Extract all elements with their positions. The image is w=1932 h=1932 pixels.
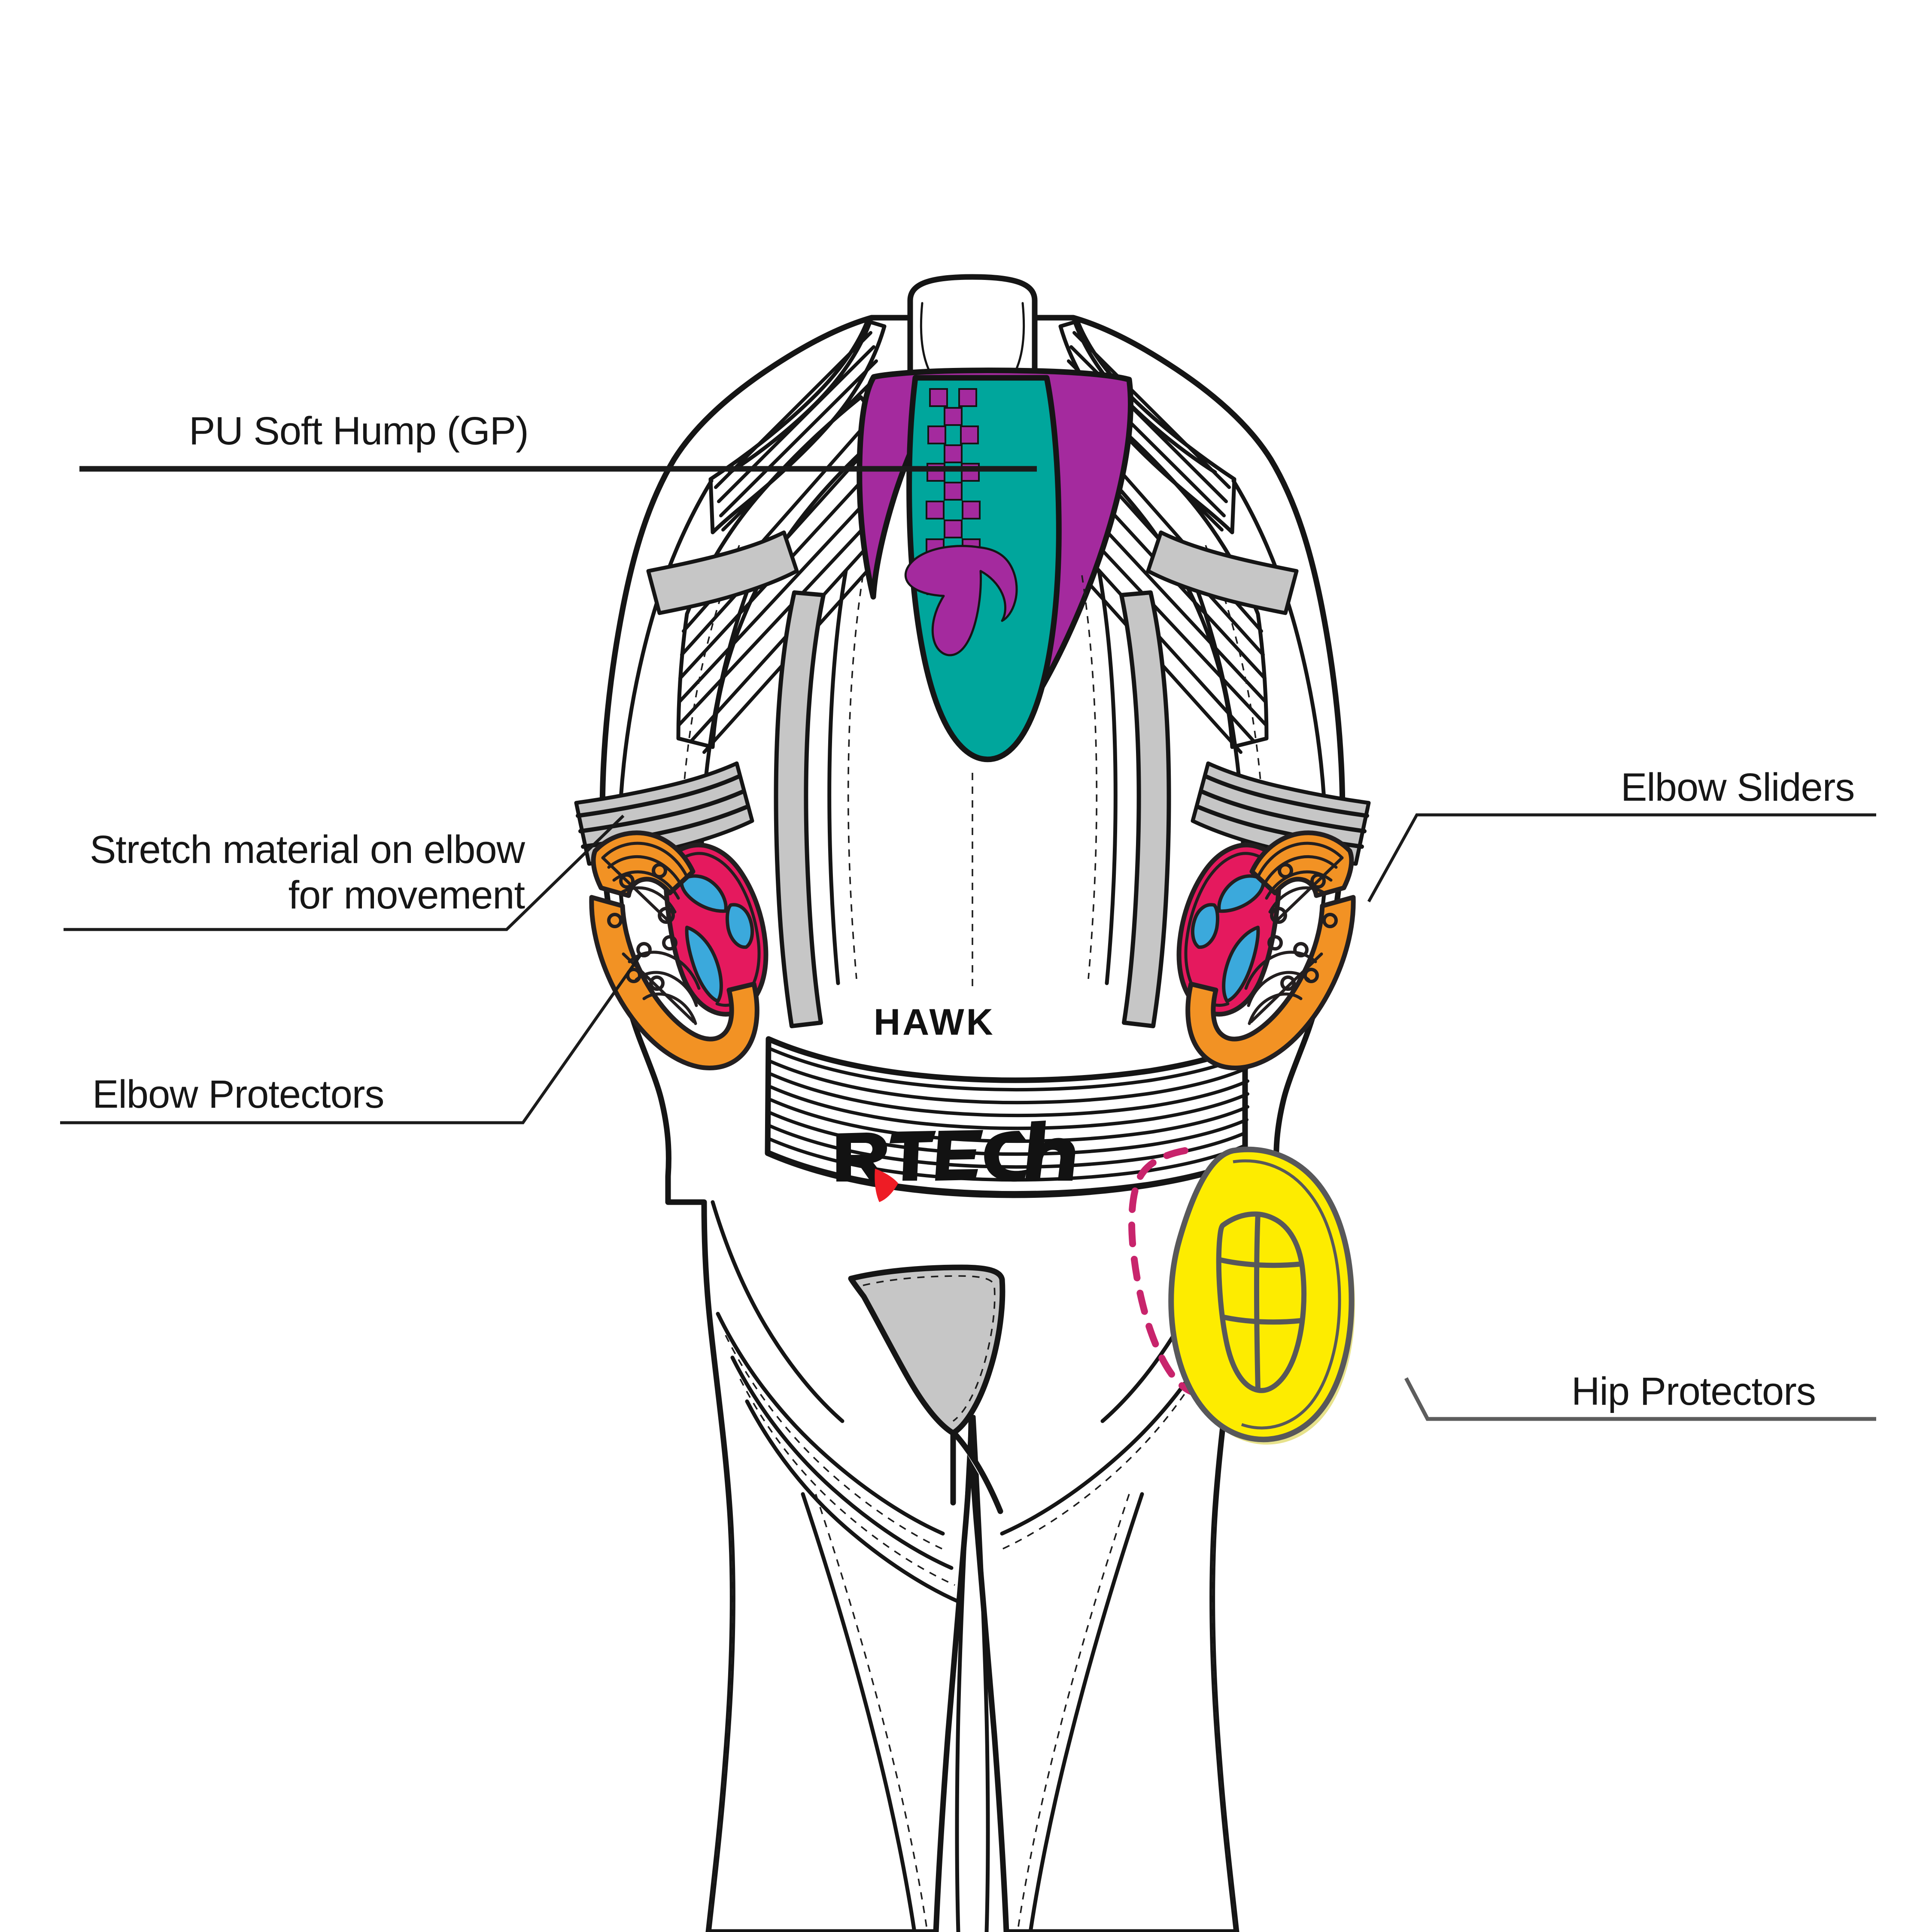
left-elbow-slider-rivets [607,863,677,991]
callout-label-elbow-protectors: Elbow Protectors [92,1072,384,1116]
leg-panel-stitch-left [815,1494,928,1932]
leader-elbow-protectors [60,952,643,1124]
back-spine-stripe-right [1119,590,1171,1028]
left-elbow-slider-diagonal [601,856,670,922]
callout-leaders [60,466,1876,1421]
leg-panel-stitch-right [1017,1494,1130,1932]
left-elbow-slider-ridge-3 [617,886,677,914]
leg-panel-seam-left [801,1492,917,1932]
crotch-v-seam [950,1431,1003,1514]
callout-labels: PU Soft Hump (GP) Stretch material on el… [90,409,1855,1413]
right-bicep-band [1146,530,1299,615]
right-elbow-slider-ridge-1 [1261,855,1338,888]
leg-panel-seam-right [1028,1492,1144,1932]
crotch-gusset [848,1264,1005,1436]
hip-protector-pad-edge-line [1233,1159,1341,1430]
left-bicep-band [646,530,799,615]
thigh-stitch-left-2 [739,1379,955,1586]
hip-protector-pad[interactable] [1168,1146,1355,1443]
callout-label-pu-soft-hump: PU Soft Hump (GP) [189,409,529,453]
left-elbow-protection-assembly[interactable] [589,830,769,1070]
hip-yoke-seam-left [711,1200,844,1423]
back-panel-stitch-left [847,575,864,979]
back-spine-stripe-left [774,590,826,1028]
right-elbow-slider-ridge-6 [1248,992,1303,1025]
hip-protector-grid-lines [1218,1213,1302,1391]
thigh-curve-seam-left [716,1312,945,1536]
aero-hump [857,368,1133,762]
right-elbow-protector-blue-panel-upper [1217,874,1265,913]
thigh-curve-seam-left-2 [730,1355,954,1570]
belt-stripes [766,1047,1249,1195]
left-elbow-slider[interactable] [589,830,759,1070]
hip-protector-group[interactable] [1128,1146,1355,1445]
left-elbow-protector-blue-panel-lower [726,903,754,949]
crotch-gusset-stitch [863,1275,996,1422]
left-elbow-protector-blue-panel-tail [685,926,723,1003]
leg-outer-stitch-left [708,1519,734,1932]
left-shoulder-stretch-panel [708,319,887,535]
leg-outer-stitch-right [1211,1519,1237,1932]
hip-protector-inner-panel [1216,1211,1307,1393]
right-elbow-slider[interactable] [1185,830,1356,1070]
callout-label-elbow-sliders: Elbow Sliders [1621,766,1854,809]
leader-elbow-sliders [1367,813,1876,902]
leg-inner-seam-right [972,1415,990,1932]
left-elbow-slider-ridge-6 [642,992,697,1025]
right-elbow-slider-rivets [1267,863,1338,991]
right-elbow-slider-ridge-3 [1268,886,1327,914]
right-elbow-slider-outline-inner [1256,841,1344,878]
leader-hip-protectors [1404,1377,1876,1421]
leader-stretch-material [64,814,625,931]
back-panel-seam-left [827,569,848,985]
back-panel-stitch-right [1081,575,1098,979]
thigh-stitch-left [725,1335,947,1552]
left-elbow-protector-blue-panel-upper [680,874,728,913]
rtech-logo [836,1121,1075,1202]
leg-inner-seam-left [955,1415,973,1932]
right-elbow-protector-blue-panel-lower [1191,903,1219,949]
left-elbow-slider-ridge-1 [607,855,683,888]
thigh-stitch-right [998,1335,1220,1552]
hawk-wordmark: HAWK [874,1002,995,1043]
callout-label-stretch-material-line1: Stretch material on elbow [90,828,526,872]
right-elbow-slider-diagonal [1275,856,1344,922]
callout-label-hip-protectors: Hip Protectors [1571,1370,1816,1413]
suit-illustration: HAWK [574,274,1371,1932]
right-elbow-protection-assembly[interactable] [1176,830,1356,1070]
hawk-wing-logo [904,545,1018,656]
rtech-accent-mark [875,1169,898,1202]
left-elbow-slider-outline-inner [601,841,689,878]
right-elbow-protector-blue-panel-tail [1222,926,1260,1003]
thigh-curve-seam-left-3 [745,1399,962,1604]
back-panel-seam-right [1097,569,1118,985]
callout-label-stretch-material-line2: for movement [289,873,525,917]
